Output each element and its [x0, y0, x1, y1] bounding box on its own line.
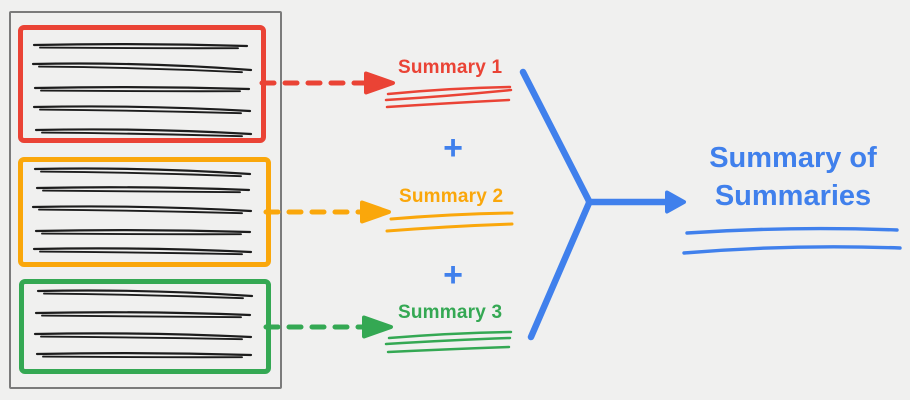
- hand-drawn-underline-orange: [385, 211, 514, 233]
- summary-2-label: Summary 2: [399, 186, 504, 207]
- chunk-to-summary-arrow-green: [263, 315, 393, 339]
- chunk-to-summary-arrow-red: [259, 71, 395, 95]
- hand-drawn-underline-blue: [682, 226, 902, 255]
- chunk-to-summary-arrow-orange: [263, 200, 391, 224]
- plus-icon: +: [443, 129, 463, 167]
- source-document-box: [9, 11, 282, 389]
- chunk-text-scribbles: [31, 43, 254, 359]
- summary-of-summaries-label: Summary of Summaries: [709, 142, 877, 212]
- hand-drawn-underline-red: [384, 85, 513, 109]
- summary-3-label: Summary 3: [398, 302, 503, 323]
- summary-1-label: Summary 1: [398, 57, 503, 78]
- plus-icon: +: [443, 256, 463, 294]
- hand-drawn-underline-green: [384, 330, 513, 354]
- merge-connector-arrow: [519, 68, 686, 341]
